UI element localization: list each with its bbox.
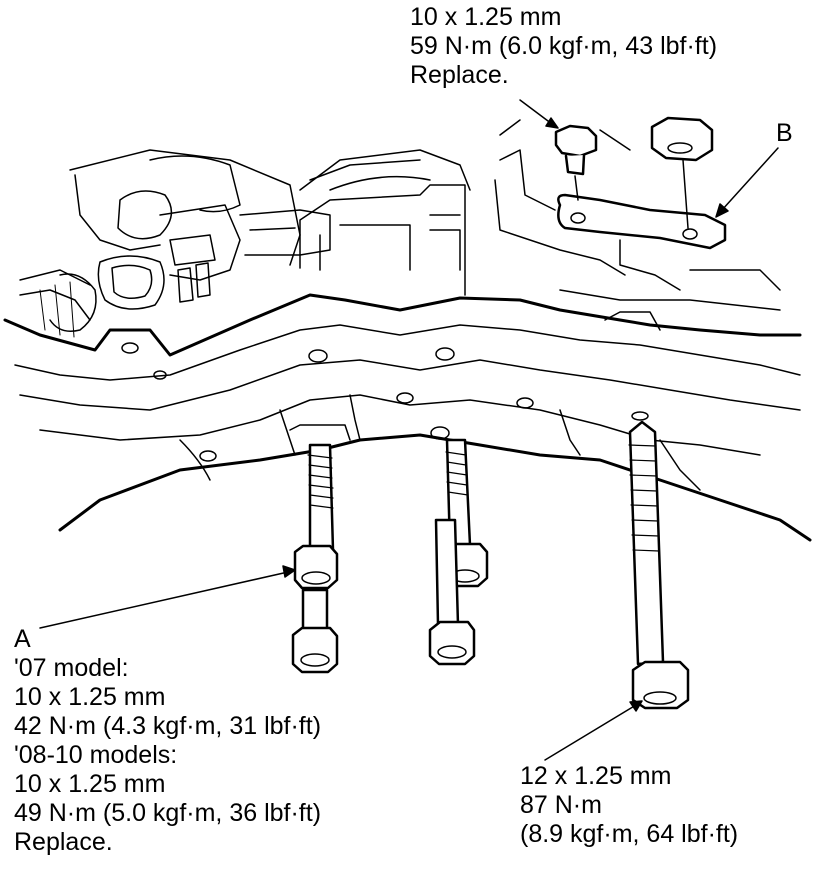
- engine-components: [19, 119, 781, 338]
- bolt-rear-right: [628, 420, 690, 710]
- callout-rear-torque-nm: 87 N·m: [520, 791, 602, 819]
- subframe-structure: [14, 311, 801, 491]
- callout-a-model-07: '07 model:: [14, 654, 129, 682]
- callout-top-torque: 59 N·m (6.0 kgf·m, 43 lbf·ft): [410, 32, 718, 60]
- label-b: B: [776, 119, 793, 147]
- leader-lines: [39, 99, 779, 761]
- callout-a-label: A: [14, 625, 31, 653]
- callout-a-torque-08-10: 49 N·m (5.0 kgf·m, 36 lbf·ft): [14, 799, 322, 827]
- callout-a-bolts: A '07 model: 10 x 1.25 mm 42 N·m (4.3 kg…: [14, 625, 321, 857]
- bolt-a-left-rear: [291, 588, 339, 674]
- bolt-a-left-front: [293, 443, 339, 590]
- callout-a-note: Replace.: [14, 828, 113, 856]
- bracket-bolt-top: [554, 124, 598, 201]
- arrow-bolt-a: [282, 565, 296, 578]
- callout-rear-bolt: 12 x 1.25 mm 87 N·m (8.9 kgf·m, 64 lbf·f…: [520, 762, 738, 849]
- callout-a-torque-07: 42 N·m (4.3 kgf·m, 31 lbf·ft): [14, 712, 322, 740]
- arrow-top-bolt: [545, 117, 559, 129]
- bolt-a-center-rear: [428, 518, 476, 666]
- callout-rear-torque-alt: (8.9 kgf·m, 64 lbf·ft): [520, 820, 739, 848]
- subframe-outline: [3, 293, 812, 542]
- callout-top-bolt: 10 x 1.25 mm 59 N·m (6.0 kgf·m, 43 lbf·f…: [410, 3, 717, 90]
- callout-top-size: 10 x 1.25 mm: [410, 3, 562, 31]
- bracket-b: [557, 193, 727, 250]
- callout-a-model-08-10: '08-10 models:: [14, 741, 178, 769]
- callout-a-size-08-10: 10 x 1.25 mm: [14, 770, 166, 798]
- bracket-nut-top: [650, 116, 714, 229]
- callout-rear-size: 12 x 1.25 mm: [520, 762, 672, 790]
- arrow-bolt-rear-right: [629, 700, 643, 712]
- callout-a-size-07: 10 x 1.25 mm: [14, 683, 166, 711]
- callout-top-note: Replace.: [410, 61, 509, 89]
- arrow-bracket-b: [715, 203, 729, 218]
